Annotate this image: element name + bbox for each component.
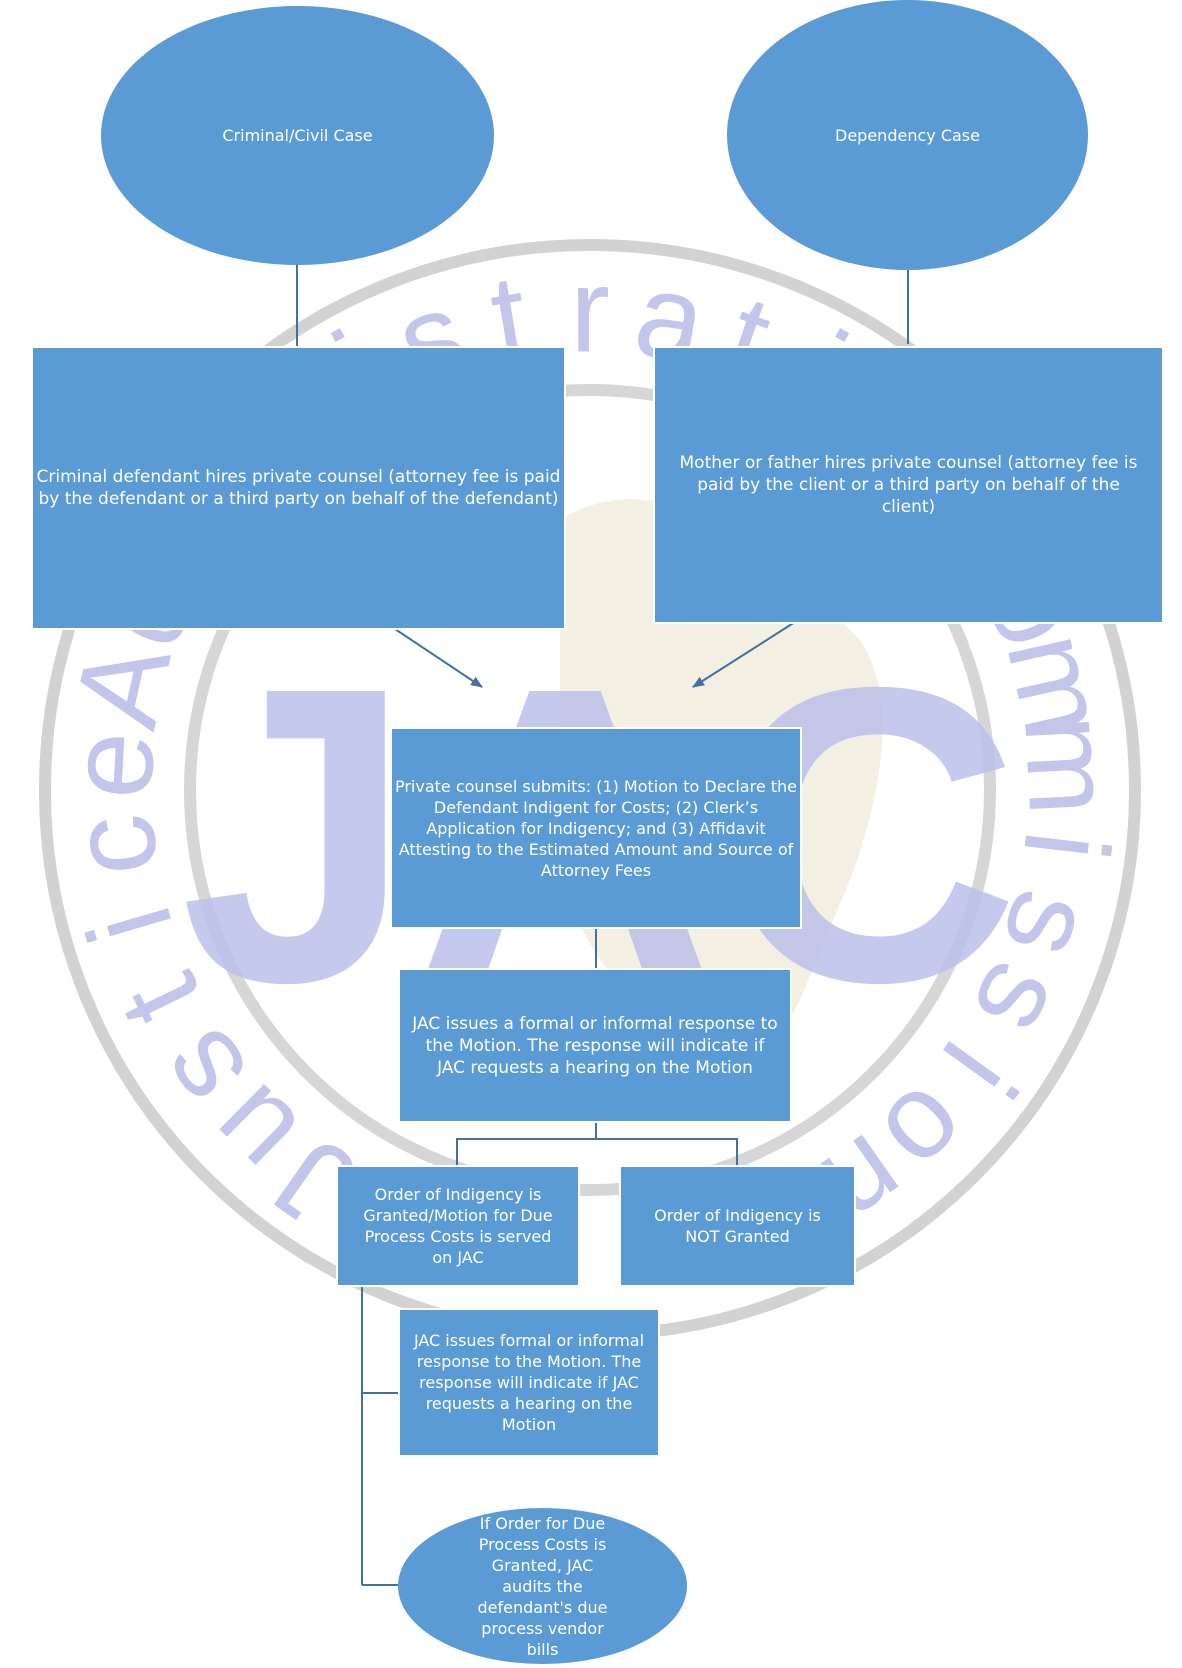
private-counsel-submits-box: Private counsel submits: (1) Motion to D…	[390, 727, 802, 929]
criminal-defendant-hires-counsel-label: Criminal defendant hires private counsel…	[36, 467, 561, 509]
jac-response-box: JAC issues a formal or informal response…	[398, 968, 792, 1123]
connector-response-branch-right	[596, 1138, 738, 1165]
order-granted-label: Order of Indigency is Granted/Motion for…	[363, 1185, 553, 1267]
jac-response-2-label: JAC issues formal or informal response t…	[413, 1331, 645, 1434]
connector-response-branch	[456, 1123, 597, 1165]
criminal-defendant-hires-counsel-box: Criminal defendant hires private counsel…	[31, 346, 566, 630]
order-not-granted-box: Order of Indigency is NOT Granted	[619, 1165, 856, 1287]
seal-ring-letter: m	[999, 711, 1138, 818]
parent-hires-counsel-box: Mother or father hires private counsel (…	[653, 346, 1164, 624]
parent-hires-counsel-label: Mother or father hires private counsel (…	[679, 453, 1138, 517]
seal-ring-letter: r	[570, 244, 610, 378]
criminal-civil-case-node: Criminal/Civil Case	[101, 6, 494, 265]
seal-inner-ring	[184, 384, 996, 1196]
audit-label: If Order for Due Process Costs is Grante…	[477, 1513, 608, 1659]
criminal-civil-case-label: Criminal/Civil Case	[222, 126, 373, 145]
jac-response-label: JAC issues a formal or informal response…	[412, 1013, 778, 1078]
dependency-case-node: Dependency Case	[727, 0, 1088, 270]
private-counsel-submits-label: Private counsel submits: (1) Motion to D…	[394, 776, 798, 880]
seal-ring-letter: e	[43, 728, 180, 802]
arrow-criminal-hire-to-submits	[391, 626, 483, 688]
order-granted-box: Order of Indigency is Granted/Motion for…	[336, 1165, 580, 1287]
jac-response-2-box: JAC issues formal or informal response t…	[398, 1308, 660, 1457]
dependency-case-label: Dependency Case	[835, 125, 980, 145]
order-not-granted-label: Order of Indigency is NOT Granted	[654, 1206, 821, 1246]
arrow-mother-hire-to-submits	[692, 621, 796, 688]
audit-node: If Order for Due Process Costs is Grante…	[398, 1508, 687, 1664]
